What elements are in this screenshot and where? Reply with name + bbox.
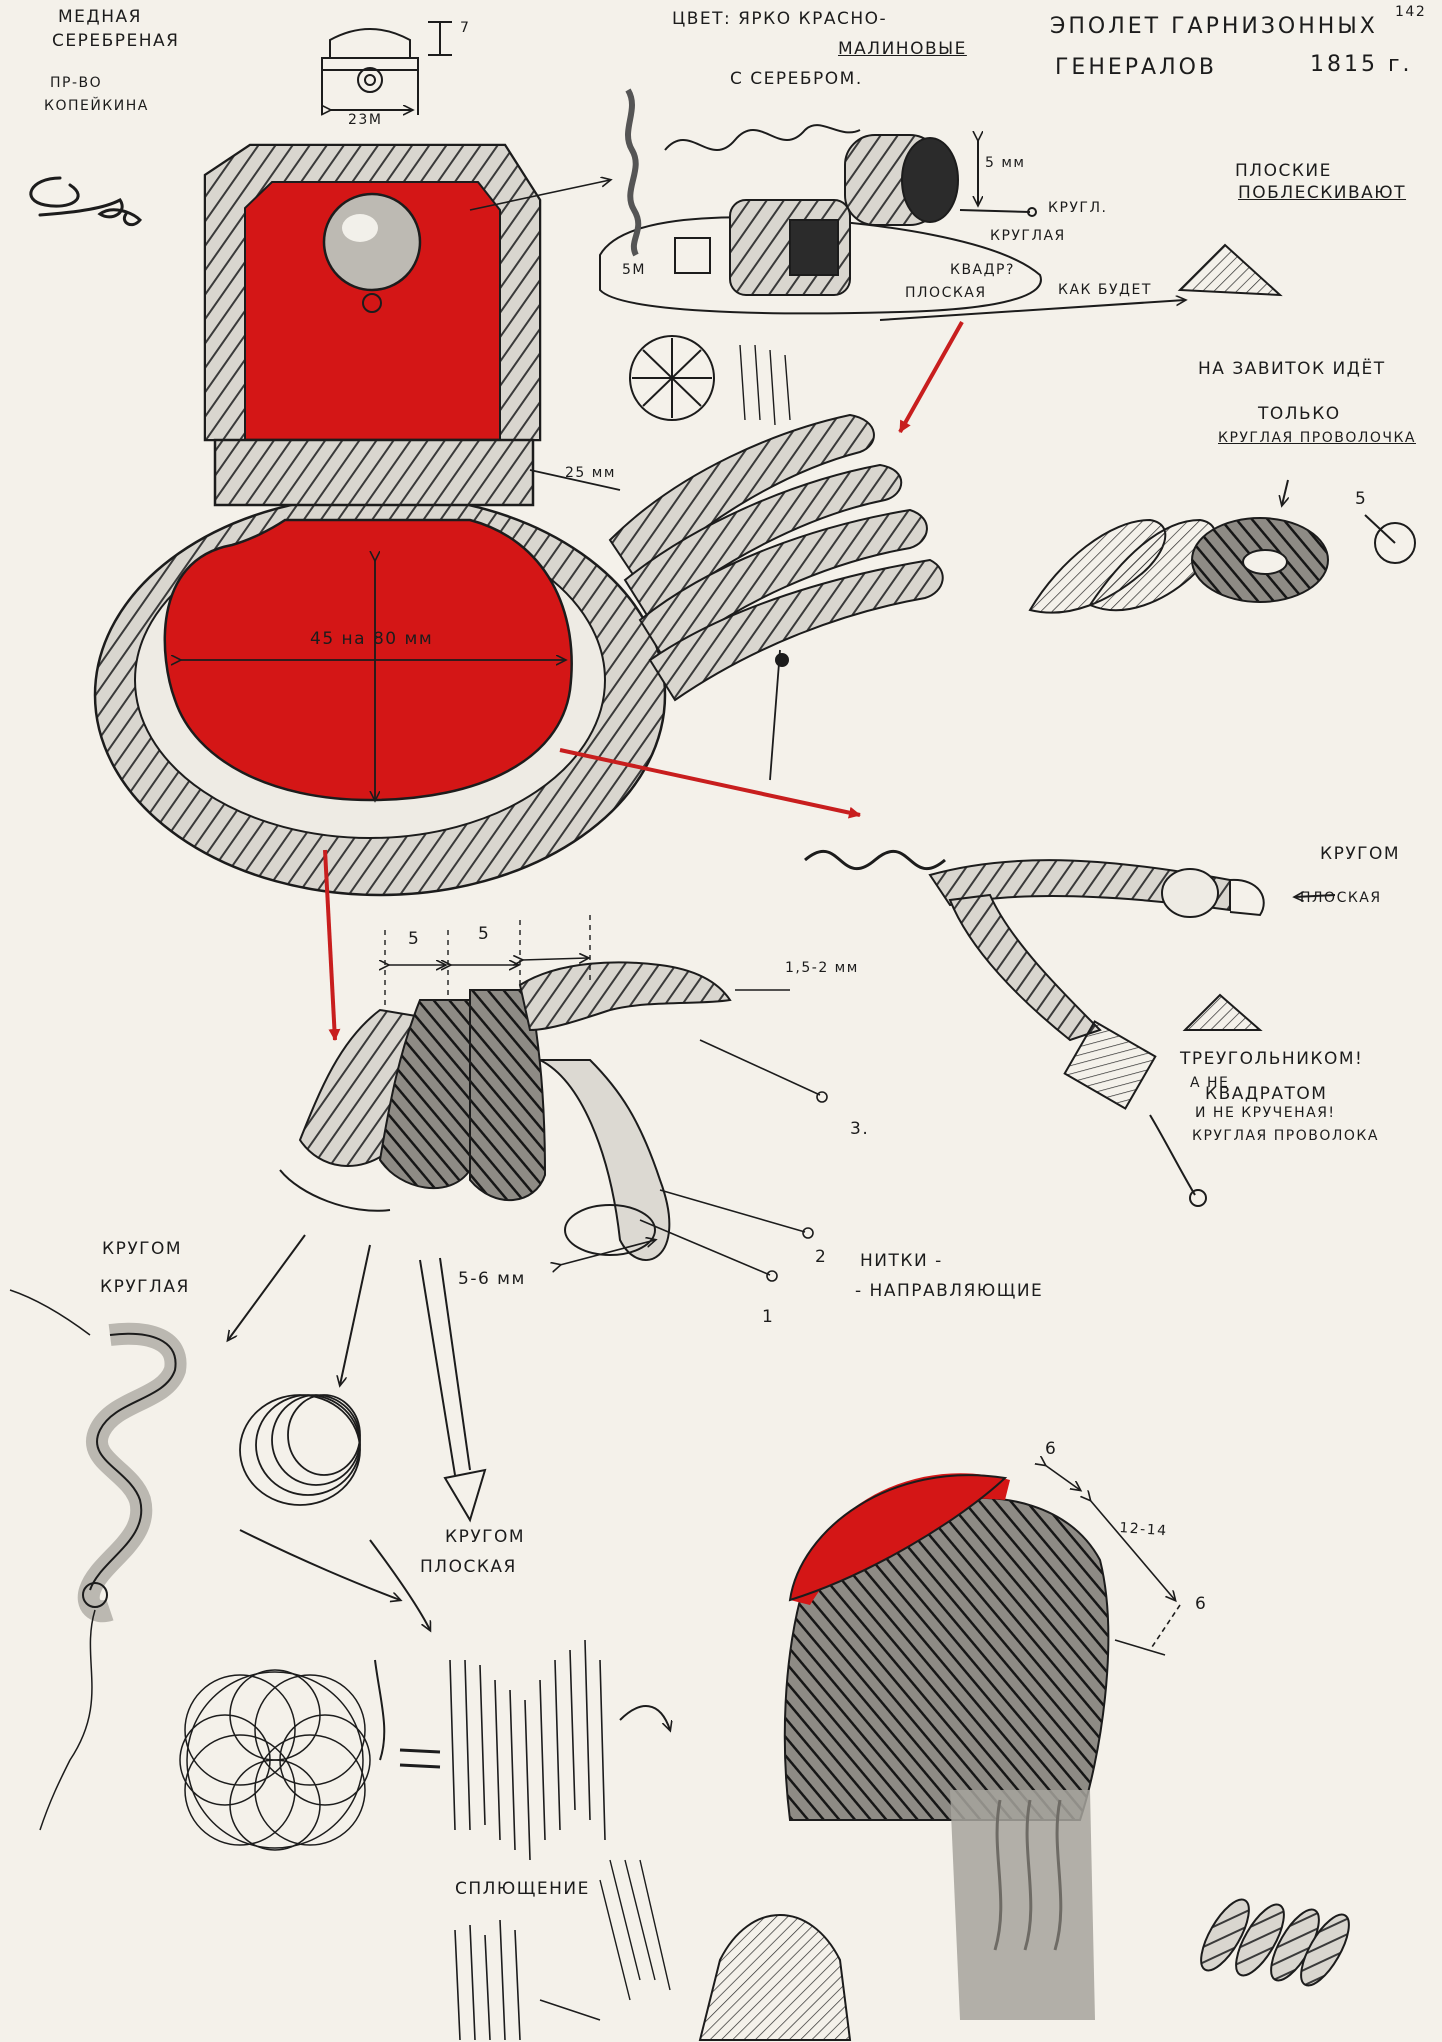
fringe-label-1: 1 (762, 1307, 775, 1327)
curl-detail-drawing (1028, 479, 1416, 614)
compression-label: СПЛЮЩЕНИЕ (455, 1879, 590, 1899)
curl-note-line2: ТОЛЬКО (1258, 404, 1341, 424)
curl-note-line1: НА ЗАВИТОК ИДЁТ (1198, 359, 1386, 379)
wire-dim-5m: 5М (622, 262, 646, 278)
fringe-wire-dim: 1,5-2 мм (785, 960, 859, 976)
button-height-dim: 7 (460, 20, 471, 36)
threads-label-1: НИТКИ - (860, 1251, 943, 1271)
curl-note-line3: КРУГЛАЯ ПРОВОЛОЧКА (1218, 430, 1417, 446)
wire-dim-5mm: 5 мм (985, 155, 1026, 171)
cord-triangle-note-5: КРУГЛАЯ ПРОВОЛОКА (1192, 1128, 1379, 1144)
wire-as-will-be: КАК БУДЕТ (1058, 282, 1152, 298)
cord-round-label: КРУГОМ (1320, 844, 1401, 864)
bullion-dim-bottom: 6 (1195, 1594, 1208, 1614)
cord-triangle-note-3: КВАДРАТОМ (1205, 1084, 1328, 1104)
cord-triangle-note-1: ТРЕУГОЛЬНИКОМ! (1180, 1049, 1364, 1069)
wire-flat-label: ПЛОСКАЯ (905, 285, 987, 301)
cord-triangle-note-2: А НЕ (1190, 1075, 1230, 1091)
fringe-spacing-dim-a: 5 (408, 929, 421, 949)
fringe-label-2: 2 (815, 1247, 828, 1267)
color-note-line1: ЦВЕТ: ЯРКО КРАСНО- (672, 9, 888, 29)
page-year: 1815 г. (1310, 52, 1413, 77)
bottom-bullion-drawing (698, 1465, 1350, 2041)
flat-coil-label-2: ПЛОСКАЯ (420, 1557, 517, 1577)
button-detail-drawing (321, 21, 452, 115)
material-label-copper: МЕДНАЯ (58, 7, 142, 27)
epaulette-drawing (93, 143, 944, 897)
flat-coil-label-1: КРУГОМ (445, 1527, 526, 1547)
flat-note-line2: ПОБЛЕСКИВАЮТ (1238, 183, 1407, 203)
sheet-number: 142 (1395, 4, 1427, 20)
fringe-label-3: 3. (850, 1119, 870, 1139)
page-title: ЭПОЛЕТ ГАРНИЗОННЫХ (1050, 14, 1378, 39)
cord-detail-drawing (804, 849, 1336, 1207)
cord-triangle-note-4: И НЕ КРУЧЕНАЯ! (1195, 1105, 1336, 1121)
red-arrows (323, 321, 964, 1041)
fringe-length-dim: 25 мм (565, 465, 616, 481)
wire-types-drawing (599, 88, 1283, 426)
color-note-line2: МАЛИНОВЫЕ (838, 39, 967, 59)
fringe-bundle-drawing (279, 649, 828, 1282)
field-size-dim: 45 на 80 мм (310, 629, 434, 649)
threads-label-2: - НАПРАВЛЯЮЩИЕ (855, 1281, 1044, 1301)
bullion-dim-top: 6 (1045, 1439, 1058, 1459)
fringe-spacing-dim-b: 5 (478, 924, 491, 944)
fringe-tube-dim: 5-6 мм (458, 1269, 526, 1289)
material-label-silvered: СЕРЕБРЕНАЯ (52, 31, 180, 51)
maker-label-2: КОПЕЙКИНА (44, 98, 149, 114)
color-note-line3: С СЕРЕБРОМ. (730, 69, 863, 89)
round-cord-label-2: КРУГЛАЯ (100, 1277, 190, 1297)
wire-round-label-2: КРУГЛАЯ (990, 228, 1066, 244)
cord-flat-label: ПЛОСКАЯ (1300, 890, 1382, 906)
wire-square-label: КВАДР? (950, 262, 1015, 278)
wire-round-label-1: КРУГЛ. (1048, 200, 1108, 216)
button-width-dim: 23М (348, 112, 383, 128)
maker-label-1: ПР-ВО (50, 75, 103, 91)
flat-note-line1: ПЛОСКИЕ (1235, 161, 1332, 181)
round-cord-label-1: КРУГОМ (102, 1239, 183, 1259)
scribble-ornament (29, 176, 143, 227)
wire-studies-drawing (9, 1234, 670, 2041)
bullion-dim-mid: 12-14 (1118, 1520, 1169, 1540)
page-subtitle: ГЕНЕРАЛОВ (1055, 55, 1218, 80)
curl-dim: 5 (1355, 489, 1368, 509)
